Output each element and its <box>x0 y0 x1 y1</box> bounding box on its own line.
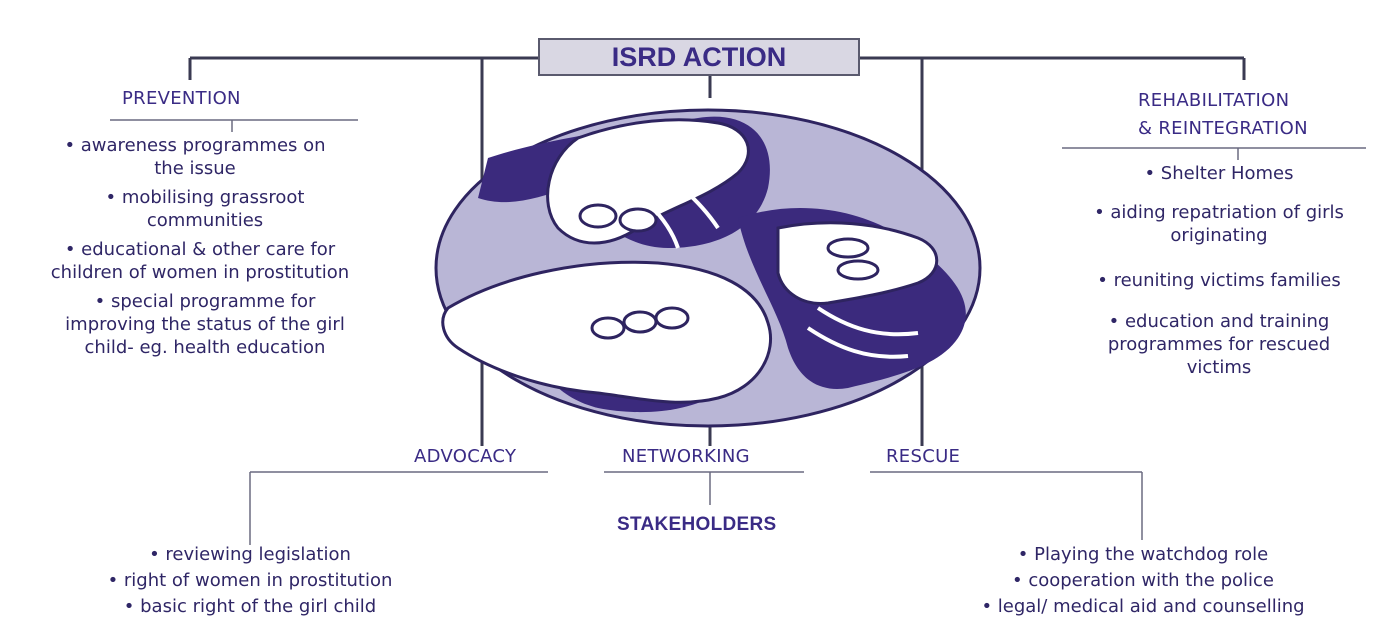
prevention-item: • mobilising grassroot communities <box>105 187 305 231</box>
prevention-heading: PREVENTION <box>122 88 241 109</box>
stakeholders-label: STAKEHOLDERS <box>617 514 777 535</box>
clasped-hands-illustration <box>434 108 982 428</box>
rehabilitation-item: • aiding repatriation of girls originati… <box>1094 202 1344 246</box>
rescue-heading: RESCUE <box>886 446 961 467</box>
prevention-item: • educational & other care for children … <box>50 239 350 283</box>
rehabilitation-list: • Shelter Homes • aiding repatriation of… <box>1060 162 1378 385</box>
rescue-item: • Playing the watchdog role <box>1017 544 1269 565</box>
advocacy-item: • basic right of the girl child <box>123 596 377 617</box>
networking-heading: NETWORKING <box>622 446 750 467</box>
rescue-item: • legal/ medical aid and counselling <box>981 596 1305 617</box>
title-text: ISRD ACTION <box>611 41 787 72</box>
rehabilitation-item: • reuniting victims families <box>1097 270 1341 291</box>
rescue-list: • Playing the watchdog role • cooperatio… <box>948 543 1338 624</box>
prevention-item: • special programme for improving the st… <box>65 291 345 358</box>
rescue-item: • cooperation with the police <box>1012 570 1274 591</box>
advocacy-heading: ADVOCACY <box>414 446 517 467</box>
advocacy-item: • reviewing legislation <box>149 544 351 565</box>
prevention-item: • awareness programmes on the issue <box>64 135 326 179</box>
rehabilitation-item: • education and training programmes for … <box>1107 311 1331 378</box>
prevention-list: • awareness programmes on the issue • mo… <box>40 134 370 365</box>
title-box: ISRD ACTION <box>538 38 860 76</box>
rehabilitation-item: • Shelter Homes <box>1144 163 1294 184</box>
advocacy-list: • reviewing legislation • right of women… <box>50 543 450 624</box>
advocacy-item: • right of women in prostitution <box>107 570 393 591</box>
rehabilitation-heading-line1: REHABILITATION <box>1138 90 1290 111</box>
rehabilitation-heading-line2: & REINTEGRATION <box>1138 118 1308 139</box>
